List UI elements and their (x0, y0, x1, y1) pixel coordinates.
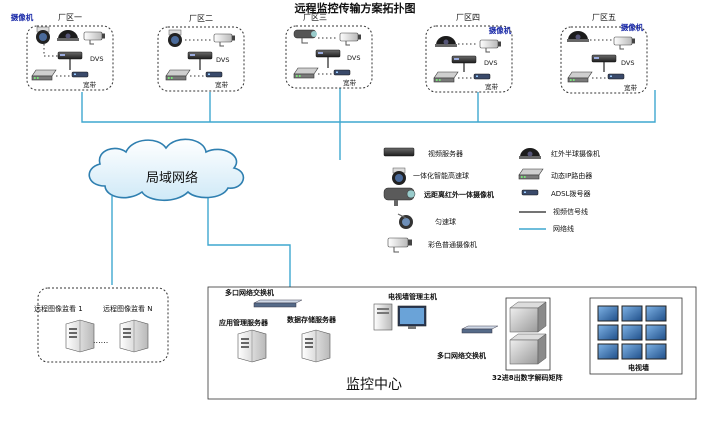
switch-top-icon (253, 299, 303, 308)
zone-5-label: 厂区五 (592, 13, 616, 22)
zone-2-dvs-label: DVS (216, 56, 229, 64)
zone-2: 厂区二 DVS 宽带 (157, 14, 245, 92)
zone-5: 厂区五 摄像机 DVS 宽带 (560, 13, 648, 94)
zone-5-camera-label: 摄像机 (621, 22, 644, 32)
zone-1-label: 厂区一 (58, 13, 82, 22)
modem-icon (473, 73, 491, 80)
decoder-matrix-icon (509, 301, 547, 333)
legend-router-icon (518, 168, 544, 180)
legend-color-camera: 彩色普通摄像机 (428, 240, 477, 249)
app-server-label: 应用管理服务器 (219, 318, 269, 327)
zone-3: 厂区三 DVS 宽带 (285, 13, 373, 89)
storage-server-label: 数据存储服务器 (287, 315, 337, 324)
legend-modem-icon (521, 189, 539, 196)
ir-camera-icon (293, 29, 317, 44)
matrix-label: 32进8出数字解码矩阵 (492, 373, 563, 382)
zone-4-camera-label: 摄像机 (489, 25, 512, 35)
modem-icon (205, 71, 223, 78)
storage-server-icon (301, 329, 331, 363)
remote-dots: ...... (93, 336, 108, 345)
legend-ir-camera: 远距离红外一体摄像机 (424, 190, 494, 199)
tvwall-host-label: 电视墙管理主机 (388, 292, 437, 301)
legend-speed-dome-icon (391, 167, 407, 186)
diagram-title: 远程监控传输方案拓扑图 (295, 1, 416, 15)
tvwall-host-icon (373, 303, 427, 331)
legend-adsl-modem: ADSL拨号器 (551, 189, 591, 198)
zone-1: 厂区一 摄像机 DVS 宽带 (11, 12, 114, 91)
legend-uniform-dome-icon (397, 213, 413, 229)
zone-4: 厂区四 摄像机 DVS 宽带 (425, 13, 513, 93)
legend-video-server: 视频服务器 (428, 149, 463, 158)
zone-5-dvs-label: DVS (621, 59, 634, 67)
zone-4-dvs-label: DVS (484, 59, 497, 67)
remote-viewer-n-label: 远程图像监看 N (103, 304, 152, 313)
tv-wall-label: 电视墙 (628, 363, 649, 372)
zone-4-broadband-label: 宽带 (485, 82, 499, 91)
zone-3-label: 厂区三 (303, 13, 327, 22)
remote-viewer-1-label: 远程图像监看 1 (34, 304, 83, 313)
zone-5-broadband-label: 宽带 (624, 83, 638, 92)
server-icon (65, 319, 95, 353)
dvs-icon (315, 49, 341, 58)
zone-3-dvs-label: DVS (347, 54, 360, 62)
legend-ip-router: 动态IP路由器 (551, 171, 592, 180)
dvs-icon (451, 55, 477, 64)
legend-ir-dome-icon (519, 148, 541, 159)
speed-dome-icon (167, 29, 183, 48)
speed-dome-icon (35, 26, 51, 45)
zone-1-camera-label: 摄像机 (11, 12, 34, 22)
switch-top-label: 多口网络交换机 (225, 288, 274, 297)
dvs-icon (57, 51, 83, 60)
decoder-matrix-icon (509, 333, 547, 365)
zone-2-broadband-label: 宽带 (215, 80, 229, 89)
cloud-label: 局域网络 (146, 170, 198, 186)
tv-wall-grid (597, 305, 667, 360)
legend-video-server-icon (383, 147, 415, 157)
dvs-icon (591, 54, 617, 63)
lan-cloud: 局域网络 (88, 138, 245, 202)
modem-icon (607, 73, 625, 80)
zone-1-dvs-label: DVS (90, 55, 103, 63)
server-icon (119, 319, 149, 353)
legend-color-camera-icon (387, 237, 412, 253)
legend-speed-dome: 一体化智能高速球 (413, 171, 469, 180)
dvs-icon (187, 51, 213, 60)
remote-viewers: 远程图像监看 1 远程图像监看 N ...... (34, 287, 169, 363)
modem-icon (333, 69, 351, 76)
switch-bottom-label: 多口网络交换机 (437, 351, 486, 360)
legend-video-line: 视频信号线 (553, 207, 588, 216)
legend: 视频服务器 一体化智能高速球 远距离红外一体摄像机 匀速球 彩色普通摄像机 红外… (383, 147, 600, 253)
app-server-icon (237, 329, 267, 363)
zone-1-broadband-label: 宽带 (83, 80, 97, 89)
zone-3-broadband-label: 宽带 (343, 78, 357, 87)
switch-bottom-icon (461, 325, 499, 334)
legend-net-line: 网络线 (553, 224, 574, 233)
zone-4-label: 厂区四 (456, 13, 480, 22)
legend-uniform-dome: 匀速球 (435, 217, 456, 226)
legend-ir-dome: 红外半球摄像机 (551, 149, 600, 158)
zone-2-label: 厂区二 (189, 14, 213, 23)
legend-ir-camera-icon (383, 187, 416, 206)
modem-icon (71, 71, 89, 78)
monitoring-center: 多口网络交换机 应用管理服务器 数据存储服务器 电视墙管理主机 多口网络交换机 (207, 286, 697, 400)
center-title: 监控中心 (346, 377, 402, 393)
